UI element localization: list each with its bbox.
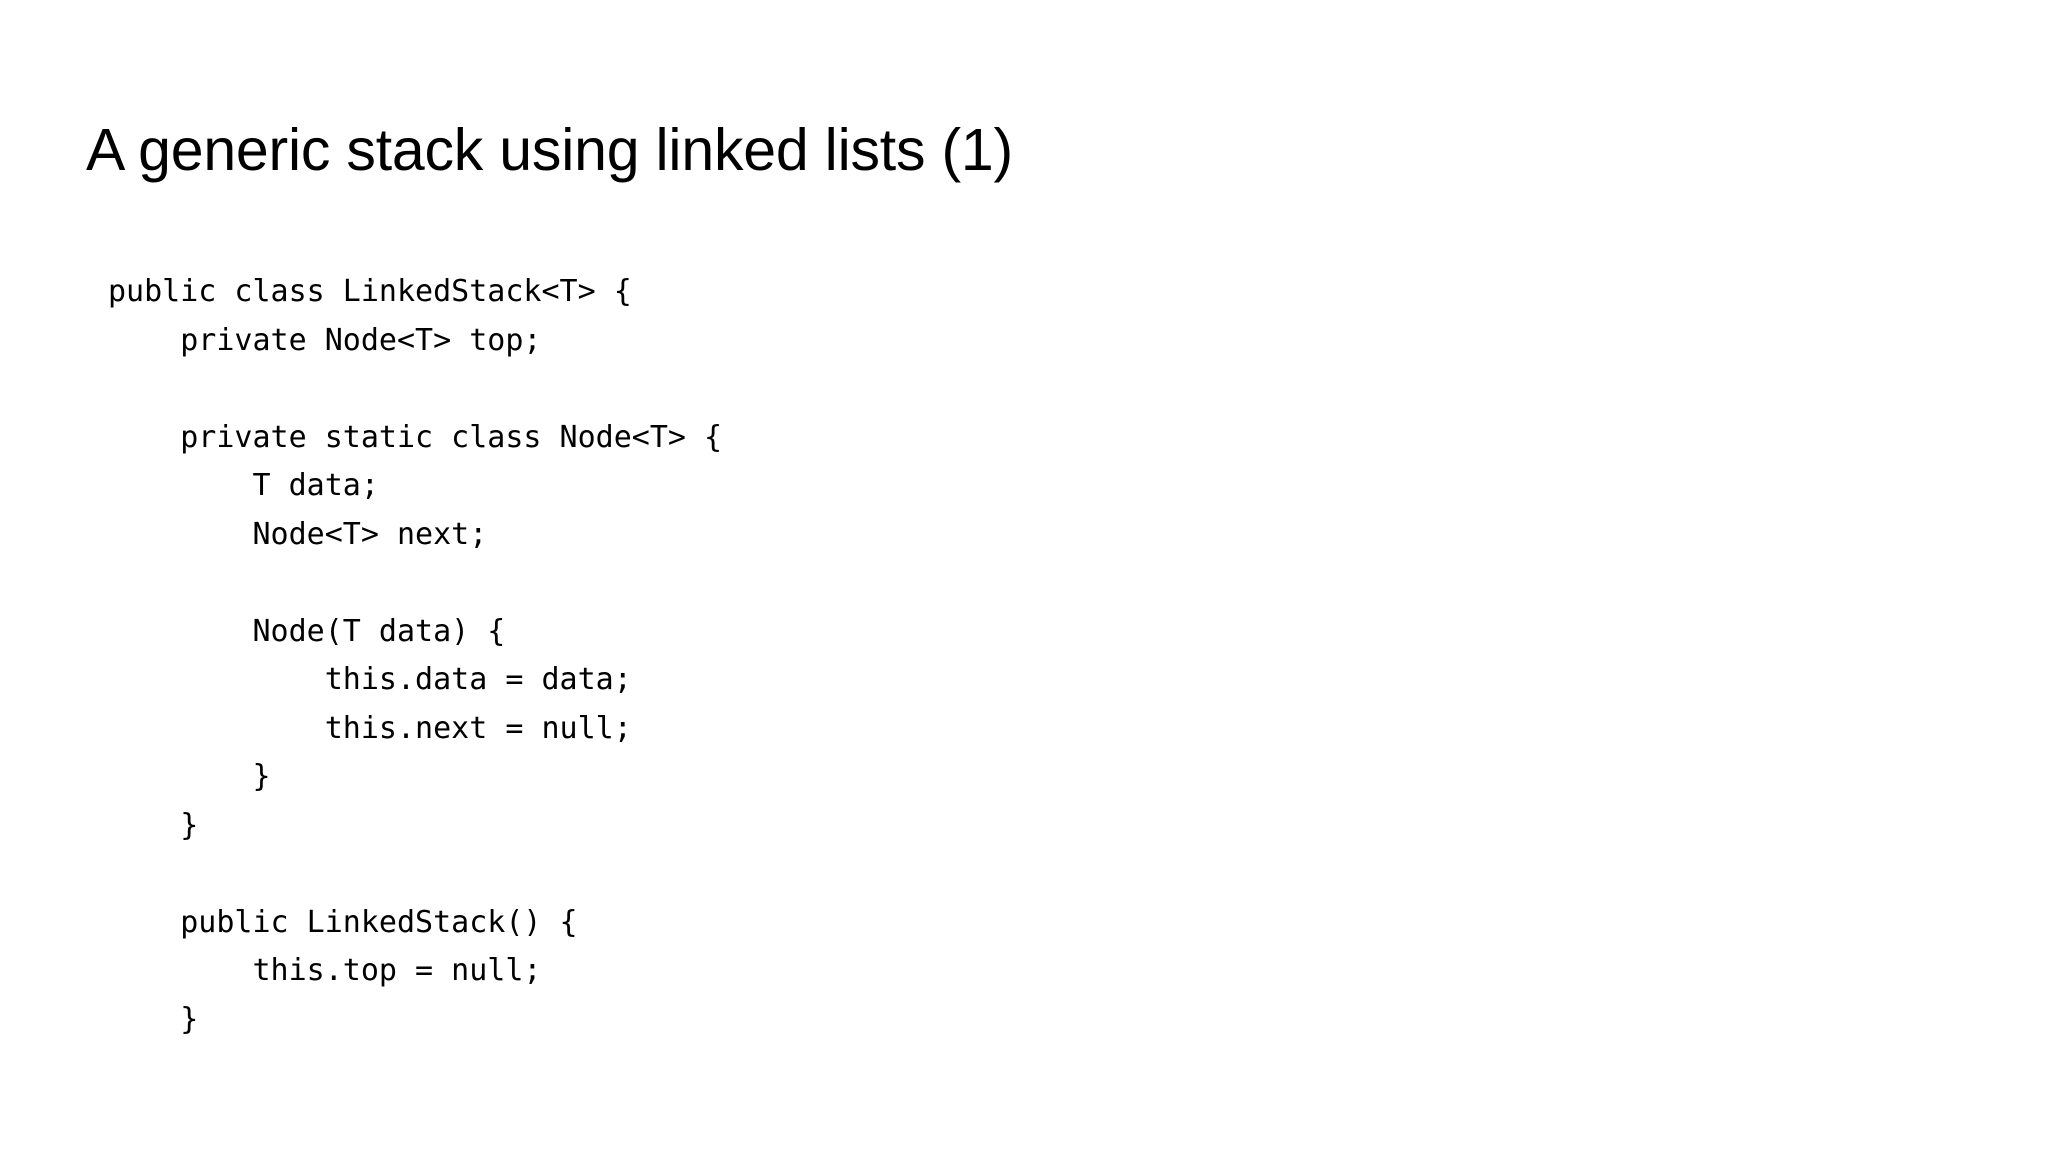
code-line: } (108, 807, 199, 843)
code-block: public class LinkedStack<T> { private No… (108, 268, 722, 1044)
code-line: T data; (108, 468, 379, 503)
code-line: public class LinkedStack<T> { (108, 274, 632, 309)
code-line (108, 559, 722, 608)
code-line: private static class Node<T> { (108, 419, 723, 455)
code-line: } (108, 759, 271, 794)
code-line (108, 850, 722, 899)
code-line (108, 365, 722, 414)
code-line: Node<T> next; (108, 516, 488, 552)
code-line: this.top = null; (108, 953, 542, 988)
code-line: } (108, 1001, 199, 1037)
code-line: this.next = null; (108, 710, 632, 746)
code-line: this.data = data; (108, 662, 632, 697)
code-line: Node(T data) { (108, 613, 506, 649)
code-line: public LinkedStack() { (108, 904, 578, 940)
page-title: A generic stack using linked lists (1) (86, 117, 1013, 183)
code-line: private Node<T> top; (108, 322, 542, 358)
